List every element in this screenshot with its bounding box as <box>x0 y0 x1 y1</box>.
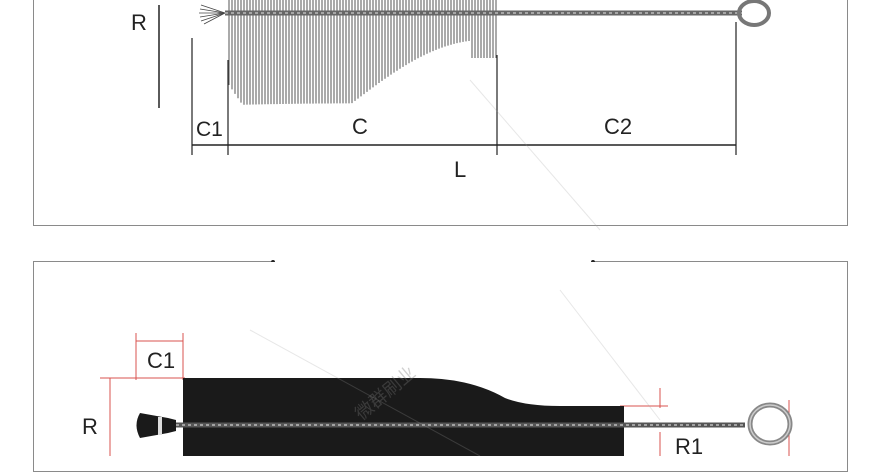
bottom-label-r: R <box>82 414 98 439</box>
bottom-label-r1: R1 <box>675 434 704 459</box>
top-label-r: R <box>131 10 147 35</box>
bottom-label-c1: C1 <box>147 348 176 373</box>
bottom-brush-drawing <box>100 79 793 456</box>
watermark-lines <box>249 79 661 456</box>
top-label-c1: C1 <box>196 118 223 141</box>
top-label-c: C <box>352 114 368 139</box>
bottom-brush-tip <box>136 413 176 438</box>
top-diagram-panel <box>33 0 848 226</box>
top-brush-bristles <box>228 0 497 105</box>
bottom-red-dimension-guides <box>100 333 790 456</box>
top-wire-loop <box>737 0 771 27</box>
bottom-brush-body <box>183 378 624 456</box>
top-label-l: L <box>454 157 467 182</box>
top-brush-tip-tuft <box>199 4 226 25</box>
top-brush-drawing <box>158 0 771 155</box>
top-label-c2: C2 <box>604 114 633 139</box>
